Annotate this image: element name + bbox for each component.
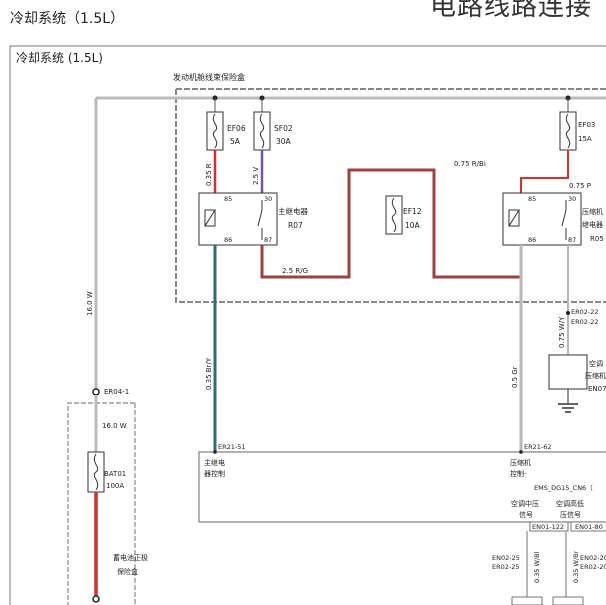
conn-en02-25: EN02-25 (492, 554, 520, 562)
battery-fuse-box-border (67, 402, 136, 605)
wire-label-075wy: 0.75 W/Y (558, 316, 566, 348)
sf02-fuse-element (259, 113, 265, 149)
relay-r07-id: R07 (288, 221, 303, 230)
ecu-name: EMS_DG15_CN6（ (534, 484, 593, 492)
ecu-label-ac-mid-2: 信号 (519, 510, 533, 519)
wire-label-05gr: 0.5 Gr (511, 366, 519, 388)
ef06-rating: 5A (230, 137, 241, 146)
wire-label-035wbr: 0.35 W/Br (572, 550, 580, 583)
wire-25rg (260, 168, 523, 279)
bat01-fuse-element (93, 453, 99, 491)
relay-r07-name: 主继电器 (278, 206, 308, 216)
en01-122-pin (529, 521, 569, 532)
compressor-line2: 压缩机 (585, 371, 606, 380)
wire-label-075p: 0.75 P (569, 182, 591, 190)
sf02-rating: 30A (276, 137, 292, 146)
wire-label-16w-b: 16.0 W (102, 422, 127, 430)
compressor-id: EN07 (588, 385, 606, 393)
ef12-id: EF12 (403, 207, 422, 216)
relay-r05-switch (561, 200, 567, 240)
diagram-title: 冷却系统 (1.5L) (16, 51, 103, 65)
conn-en01-122: EN01-122 (532, 523, 564, 531)
wire-label-25rg: 2.5 R/G (282, 267, 308, 275)
relay-r05-body (502, 192, 582, 246)
relay-r07-pin-86: 86 (224, 236, 232, 244)
bat01-rating: 100A (106, 482, 124, 490)
bat01-id: BAT01 (104, 470, 126, 478)
diagram-frame (9, 45, 606, 605)
ecu-label-ac-high-1: 空调高低 (556, 499, 584, 508)
ecu-label-ac-high-2: 压信号 (560, 510, 581, 519)
conn-er02-22-b: ER02-22 (571, 318, 599, 326)
ef03-id: EF03 (578, 121, 595, 129)
battery-box-line2: 保险盒 (117, 567, 138, 576)
relay-r05-pin-86: 86 (528, 236, 536, 244)
conn-er02-25: ER02-25 (492, 563, 520, 571)
ef03-rating: 15A (578, 135, 592, 143)
page-title: 冷却系统（1.5L） (10, 11, 125, 27)
ecu-label-comp-2: 控制- (510, 469, 527, 478)
wire-075p (520, 150, 569, 193)
wire-label-035r: 0.35 R (205, 163, 213, 186)
ef03-fuse-element (565, 113, 571, 149)
conn-er04-1: ER04-1 (104, 388, 129, 396)
fuse-box-title: 发动机舱线束保险盒 (173, 72, 245, 82)
compressor-line1: 空调 (589, 359, 603, 368)
compressor-body (548, 354, 588, 390)
relay-r05-pin-85: 85 (528, 195, 536, 203)
relay-r07-pin-87: 87 (264, 236, 272, 244)
ef06-id: EF06 (227, 124, 246, 133)
conn-en02-20: EN02-20 (580, 554, 606, 562)
conn-er21-51: ER21-51 (218, 443, 246, 451)
ecu-label-main-1: 主继电 (204, 458, 225, 467)
relay-r05-id: R05 (590, 235, 604, 243)
fuse-box-border (175, 88, 606, 303)
ecu-body (198, 451, 606, 523)
wire-label-16w-a: 16.0 W (86, 291, 94, 316)
wire-label-075rbi: 0.75 R/Bi (454, 160, 486, 168)
ef12-rating: 10A (405, 221, 421, 230)
er04-node (92, 388, 100, 396)
er21-51-node (213, 450, 217, 454)
conn-en01-80: EN01-80 (575, 523, 603, 531)
battery-box-line1: 蓄电池正极 (113, 553, 148, 562)
relay-r07-coil-slash (204, 209, 216, 227)
bottom-connector-a (511, 596, 543, 605)
relay-r05-coil-slash (508, 209, 520, 227)
ef12-fuse-element (391, 197, 397, 233)
relay-r07-switch (257, 200, 263, 240)
conn-er02-20: ER02-20 (580, 563, 606, 571)
relay-r05-pin-87: 87 (568, 236, 576, 244)
conn-er02-22-a: ER02-22 (571, 308, 599, 316)
ef06-fuse-element (212, 113, 218, 149)
relay-r05-label-line2: 继电器 (582, 220, 603, 229)
wire-label-035bry: 0.35 Br/Y (205, 357, 213, 390)
banner-title: 电路线路连接 (430, 0, 593, 22)
battery-node (92, 595, 100, 603)
er02-22-node (566, 311, 570, 315)
wire-label-035wbl: 0.35 W/Bl (533, 551, 541, 583)
er21-62-node (519, 450, 523, 454)
bottom-connector-b (552, 596, 584, 605)
sf02-id: SF02 (274, 124, 293, 133)
relay-r05-pin-30: 30 (568, 195, 576, 203)
relay-r07-pin-85: 85 (224, 195, 232, 203)
ecu-label-comp-1: 压缩机 (510, 458, 531, 467)
wire-label-25v: 2.5 V (252, 167, 260, 185)
ecu-label-main-2: 器控制 (204, 469, 225, 478)
en01-80-pin (570, 521, 606, 532)
relay-r05-label-line1: 压缩机 (582, 207, 603, 216)
relay-r07-pin-30: 30 (264, 195, 272, 203)
conn-er21-62: ER21-62 (524, 443, 552, 451)
ecu-label-ac-mid-1: 空调中压 (511, 499, 539, 508)
